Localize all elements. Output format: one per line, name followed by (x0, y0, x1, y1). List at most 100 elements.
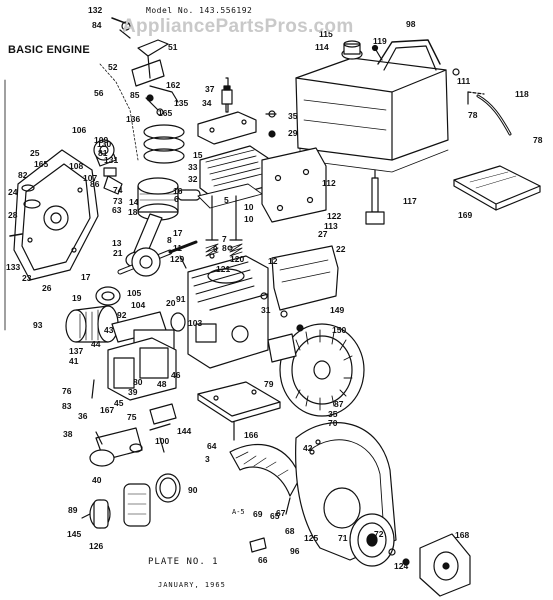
callout-35: 35 (328, 409, 338, 419)
callout-39: 39 (128, 387, 138, 397)
callout-125: 125 (304, 533, 318, 543)
callout-119: 119 (373, 36, 387, 46)
callout-165: 165 (34, 159, 48, 169)
fuel-tank (295, 40, 449, 173)
callout-8: 8 (167, 235, 172, 245)
callout-71: 71 (338, 533, 348, 543)
callout-135: 135 (174, 98, 188, 108)
callout-28: 28 (8, 210, 18, 220)
model-number: Model No. 143.556192 (146, 6, 253, 15)
crankcase-cover (13, 149, 99, 281)
callout-17: 17 (173, 228, 183, 238)
callout-26: 26 (42, 283, 52, 293)
callout-100: 100 (155, 436, 169, 446)
callout-23: 23 (22, 273, 32, 283)
callout-168: 168 (455, 530, 469, 540)
callout-22: 22 (336, 244, 346, 254)
callout-144: 144 (177, 426, 191, 436)
callout-114: 114 (315, 42, 329, 52)
callout-103: 103 (188, 318, 202, 328)
flywheel (279, 323, 365, 417)
callout-68: 68 (285, 526, 295, 536)
callout-10: 10 (244, 214, 254, 224)
callout-64: 64 (207, 441, 217, 451)
callout-63: 63 (112, 205, 122, 215)
callout-8: 8 (222, 243, 227, 253)
callout-81: 81 (98, 148, 108, 158)
callout-66: 66 (258, 555, 268, 565)
callout-149: 149 (330, 305, 344, 315)
callout-122: 122 (327, 211, 341, 221)
callout-14: 14 (129, 197, 139, 207)
callout-40: 40 (92, 475, 102, 485)
callout-130: 130 (97, 139, 111, 149)
callout-93: 93 (33, 320, 43, 330)
callout-17: 17 (81, 272, 91, 282)
spark-plug (221, 77, 233, 113)
callout-79: 79 (264, 379, 274, 389)
callout-106: 106 (72, 125, 86, 135)
callout-76: 76 (62, 386, 72, 396)
callout-89: 89 (68, 505, 78, 515)
callout-72: 72 (374, 529, 384, 539)
callout-12: 12 (268, 256, 278, 266)
callout-9: 9 (213, 244, 218, 254)
callout-84: 84 (92, 20, 102, 30)
callout-24: 24 (8, 187, 18, 197)
callout-75: 75 (127, 412, 137, 422)
callout-10: 10 (244, 202, 254, 212)
muffler (81, 483, 151, 529)
callout-132: 132 (88, 5, 102, 15)
callout-111: 111 (457, 76, 471, 86)
callout-83: 83 (62, 401, 72, 411)
cylinder-block (187, 255, 269, 369)
callout-51: 51 (168, 42, 178, 52)
callout-117: 117 (403, 196, 417, 206)
callout-52: 52 (108, 62, 118, 72)
callout-18: 18 (128, 207, 138, 217)
callout-13: 13 (112, 238, 122, 248)
callout-87: 87 (334, 399, 344, 409)
callout-31: 31 (261, 305, 271, 315)
callout-37: 37 (205, 84, 215, 94)
callout-109: 109 (94, 135, 108, 145)
callout-16: 16 (173, 186, 183, 196)
watermark: AppliancePartsPros.com (122, 16, 354, 37)
callout-48: 48 (157, 379, 167, 389)
callout-3: 3 (205, 454, 210, 464)
starter-pulley (349, 513, 395, 567)
callout-165: 165 (158, 108, 172, 118)
callout-78: 78 (468, 110, 478, 120)
plate-label: PLATE NO. 1 (148, 557, 219, 567)
callout-150: 150 (332, 325, 346, 335)
callout-167: 167 (100, 405, 114, 415)
callout-131: 131 (104, 155, 118, 165)
callout-169: 169 (458, 210, 472, 220)
callout-108: 108 (69, 161, 83, 171)
callout-86: 86 (90, 179, 100, 189)
callout-78: 78 (533, 135, 543, 145)
date-label: JANUARY, 1965 (158, 581, 226, 589)
carburetor-bowl (89, 427, 143, 467)
callout-162: 162 (166, 80, 180, 90)
callout-5: 5 (224, 195, 229, 205)
callout-112: 112 (322, 178, 336, 188)
callout-166: 166 (244, 430, 258, 440)
callout-91: 91 (176, 294, 186, 304)
callout-67: 67 (276, 508, 286, 518)
callout-43: 43 (104, 325, 114, 335)
callout-90: 90 (188, 485, 198, 495)
parts-box (453, 165, 541, 211)
callout-25: 25 (30, 148, 40, 158)
callout-65: 65 (270, 511, 280, 521)
callout-96: 96 (290, 546, 300, 556)
callout-74: 74 (113, 185, 123, 195)
callout-70: 70 (328, 418, 338, 428)
callout-104: 104 (131, 300, 145, 310)
callout-124: 124 (394, 561, 408, 571)
code-label: A-5 (232, 508, 245, 516)
air-filter (65, 305, 119, 343)
callout-69: 69 (253, 509, 263, 519)
